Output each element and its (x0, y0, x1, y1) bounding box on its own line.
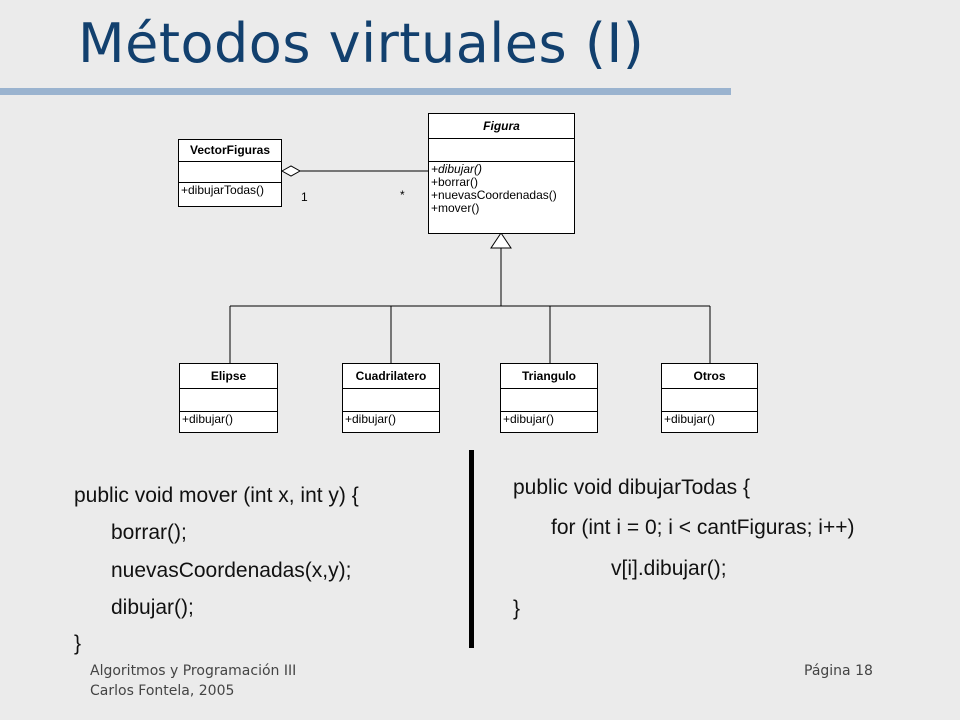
class-operations: +dibujar() +borrar() +nuevasCoordenadas(… (429, 162, 574, 216)
class-otros: Otros +dibujar() (661, 363, 758, 433)
class-attributes (180, 389, 277, 412)
multiplicity-figura: * (400, 188, 405, 202)
code-left-line: } (74, 632, 82, 655)
class-attributes (179, 162, 281, 183)
operation: +borrar() (431, 175, 479, 189)
footer-course: Algoritmos y Programación III (90, 663, 297, 679)
code-right-line: public void dibujarTodas { (513, 476, 750, 499)
class-name: Cuadrilatero (343, 364, 439, 389)
class-name: VectorFiguras (179, 140, 281, 162)
operation: +dibujar() (182, 412, 234, 426)
title-underline (0, 88, 731, 95)
operation: +nuevasCoordenadas() (431, 188, 557, 202)
class-attributes (662, 389, 757, 412)
operation: +dibujar() (345, 412, 397, 426)
operation: +dibujar() (664, 412, 716, 426)
operation: +mover() (431, 201, 480, 215)
operation: +dibujarTodas() (181, 183, 265, 197)
class-attributes (343, 389, 439, 412)
aggregation-diamond (280, 165, 302, 177)
code-left-line: dibujar(); (111, 596, 194, 619)
class-operations: +dibujarTodas() (179, 183, 281, 198)
slide-title: Métodos virtuales (I) (78, 12, 645, 75)
class-name: Triangulo (501, 364, 597, 389)
code-left-line: public void mover (int x, int y) { (74, 484, 359, 507)
class-attributes (501, 389, 597, 412)
class-operations: +dibujar() (501, 412, 597, 427)
class-vectorfiguras: VectorFiguras +dibujarTodas() (178, 139, 282, 207)
class-name: Elipse (180, 364, 277, 389)
class-name: Figura (429, 114, 574, 139)
multiplicity-vector: 1 (301, 190, 308, 204)
code-right-line: } (513, 597, 521, 620)
footer-page-number: Página 18 (804, 663, 873, 679)
class-cuadrilatero: Cuadrilatero +dibujar() (342, 363, 440, 433)
class-attributes (429, 139, 574, 162)
class-triangulo: Triangulo +dibujar() (500, 363, 598, 433)
code-right-line: v[i].dibujar(); (611, 557, 727, 580)
inheritance-arrowhead (490, 232, 512, 249)
class-operations: +dibujar() (343, 412, 439, 427)
code-left-line: borrar(); (111, 521, 187, 544)
class-elipse: Elipse +dibujar() (179, 363, 278, 433)
class-operations: +dibujar() (662, 412, 757, 427)
code-right-line: for (int i = 0; i < cantFiguras; i++) (551, 516, 855, 539)
operation: +dibujar() (431, 162, 483, 176)
footer-author: Carlos Fontela, 2005 (90, 683, 235, 699)
class-operations: +dibujar() (180, 412, 277, 427)
operation: +dibujar() (503, 412, 555, 426)
class-name: Otros (662, 364, 757, 389)
vertical-divider (469, 450, 474, 648)
code-left-line: nuevasCoordenadas(x,y); (111, 559, 352, 582)
class-figura: Figura +dibujar() +borrar() +nuevasCoord… (428, 113, 575, 234)
